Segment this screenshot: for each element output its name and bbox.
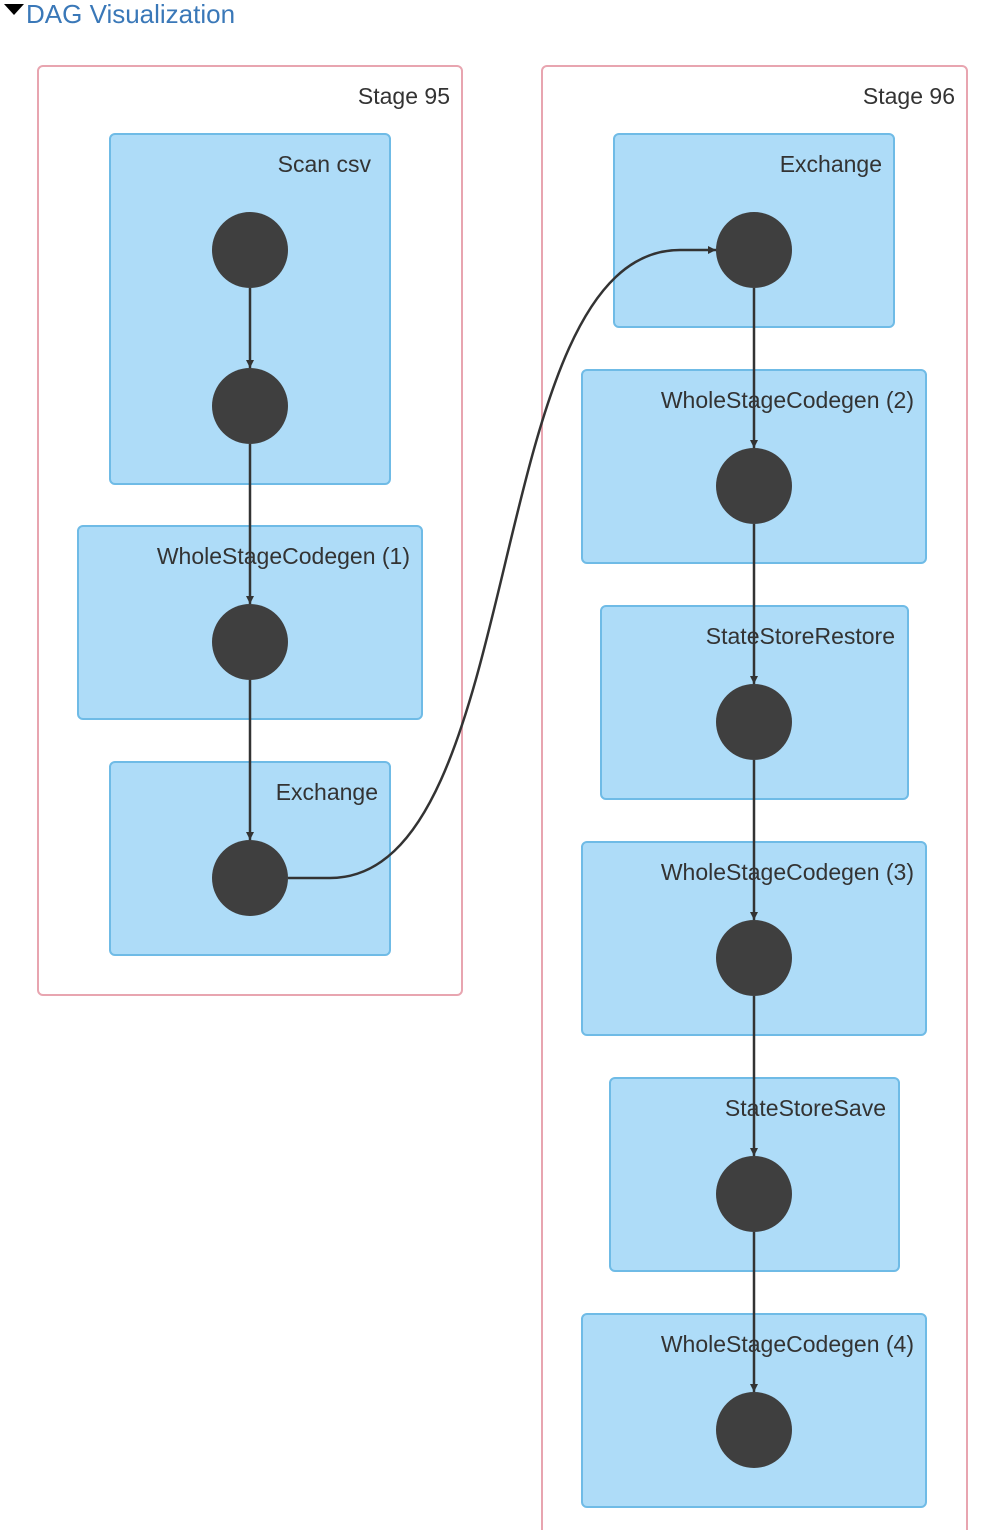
node-exchange-95[interactable] [212, 840, 288, 916]
node-statestorerestore[interactable] [716, 684, 792, 760]
edge-exchange-shuffle [288, 246, 716, 880]
nodes [212, 212, 792, 1468]
cluster-wholestagecodegen-2-label: WholeStageCodegen (2) [661, 387, 914, 413]
cluster-wholestagecodegen-3-label: WholeStageCodegen (3) [661, 859, 914, 885]
stage-95-label: Stage 95 [358, 83, 450, 109]
cluster-statestorerestore-label: StateStoreRestore [706, 623, 895, 649]
node-statestoresave[interactable] [716, 1156, 792, 1232]
node-wholestagecodegen-1[interactable] [212, 604, 288, 680]
node-wholestagecodegen-3[interactable] [716, 920, 792, 996]
cluster-exchange-95-label: Exchange [276, 779, 378, 805]
cluster-statestoresave-label: StateStoreSave [725, 1095, 886, 1121]
node-wholestagecodegen-2[interactable] [716, 448, 792, 524]
cluster-wholestagecodegen-1-label: WholeStageCodegen (1) [157, 543, 410, 569]
edges [246, 246, 758, 1392]
stage-96-label: Stage 96 [863, 83, 955, 109]
cluster-exchange-96-label: Exchange [780, 151, 882, 177]
cluster-wholestagecodegen-4-label: WholeStageCodegen (4) [661, 1331, 914, 1357]
node-scan-csv-2[interactable] [212, 368, 288, 444]
cluster-scan-csv-label: Scan csv [278, 151, 372, 177]
dag-visualization-toggle[interactable]: DAG Visualization [4, 0, 235, 30]
triangle-down-icon [4, 3, 24, 15]
node-wholestagecodegen-4[interactable] [716, 1392, 792, 1468]
node-exchange-96[interactable] [716, 212, 792, 288]
dag-visualization-title[interactable]: DAG Visualization [26, 0, 236, 29]
node-scan-csv-1[interactable] [212, 212, 288, 288]
